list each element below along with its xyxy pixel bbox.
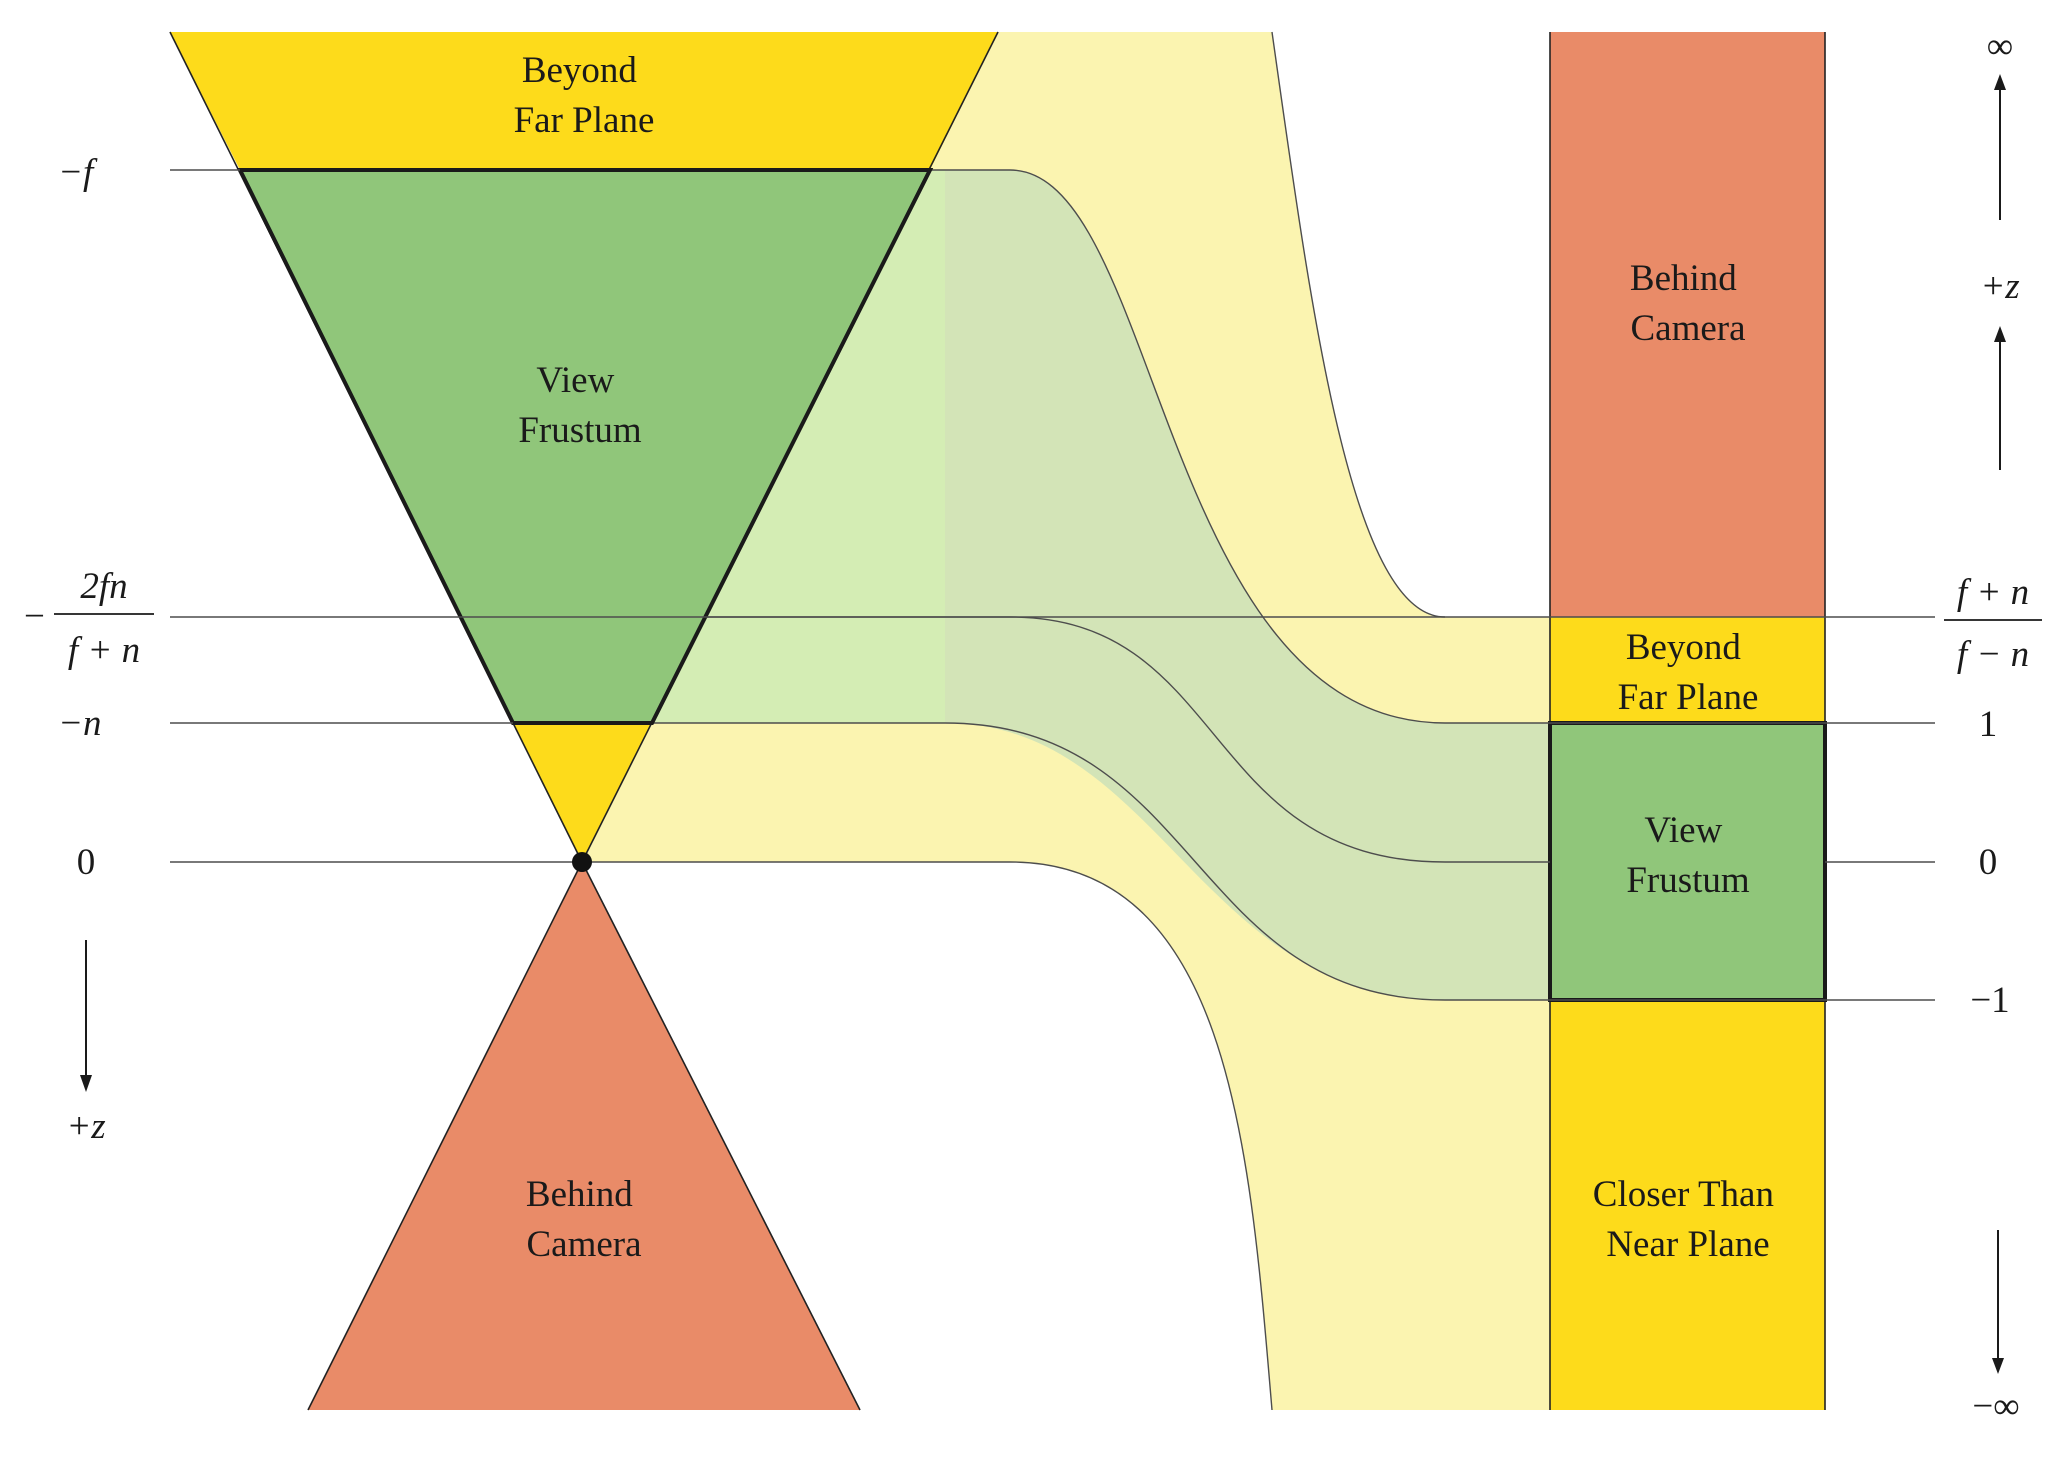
axis-label-infinity: ∞ [1987, 26, 2013, 67]
band-curve-near [652, 722, 1446, 1001]
axis-label-one: 1 [1979, 704, 1998, 745]
left-view-frustum-region [240, 170, 930, 723]
right-beyond-far-label: Beyond Far Plane [1618, 627, 1759, 718]
axis-label-2fn-denominator: f + n [68, 630, 140, 671]
band-curve-outer-top [1271, 31, 1446, 618]
axis-label-2fn-numerator: 2fn [80, 566, 127, 607]
axis-label-zero-left: 0 [77, 842, 96, 883]
axis-label-plus-z-right: +z [1980, 266, 2019, 307]
right-behind-camera-label: Behind Camera [1630, 258, 1746, 349]
frustum-outline [236, 168, 934, 725]
left-beyond-far-region [170, 32, 998, 170]
axis-label-minus-infinity: −∞ [1972, 1386, 2019, 1427]
right-beyond-far-region [1550, 617, 1825, 723]
axis-label-zero-right: 0 [1979, 842, 1998, 883]
right-up-arrow-top-head [1994, 74, 2006, 90]
cone-edge-lower-left [307, 861, 583, 1411]
right-down-arrow-head [1992, 1358, 2004, 1374]
left-behind-camera-region [308, 862, 860, 1410]
band-curve-mid [706, 616, 1446, 863]
band-curve-outer-bottom [1009, 861, 1273, 1411]
right-up-arrow-head [1994, 326, 2006, 342]
right-closer-than-near-label: Closer Than Near Plane [1593, 1174, 1783, 1265]
left-behind-camera-label: Behind Camera [526, 1174, 642, 1265]
left-beyond-far-label: Beyond Far Plane [514, 50, 655, 141]
camera-point [572, 852, 592, 872]
axis-label-fn-numerator: f + n [1957, 572, 2029, 613]
left-down-arrow-head [80, 1075, 92, 1092]
right-closer-than-near-region [1550, 1000, 1825, 1410]
axis-label-plus-z-left: +z [66, 1106, 105, 1147]
axis-label-minus-one: −1 [1970, 980, 2009, 1021]
axis-label-2fn-sign: − [24, 596, 45, 637]
axis-label-fn-denominator: f − n [1957, 634, 2029, 675]
left-view-frustum-label: View Frustum [518, 360, 642, 451]
right-view-frustum-region [1550, 723, 1825, 1000]
cone-edge-lower-right [581, 861, 861, 1411]
axis-label-minus-n: −n [58, 703, 101, 744]
left-near-region [513, 723, 652, 862]
right-view-frustum-label: View Frustum [1626, 810, 1750, 901]
frustum-edge-highlight [652, 170, 945, 723]
axis-label-minus-f: −f [58, 152, 98, 193]
right-behind-camera-region [1550, 32, 1825, 617]
band-curve-far [930, 169, 1446, 724]
